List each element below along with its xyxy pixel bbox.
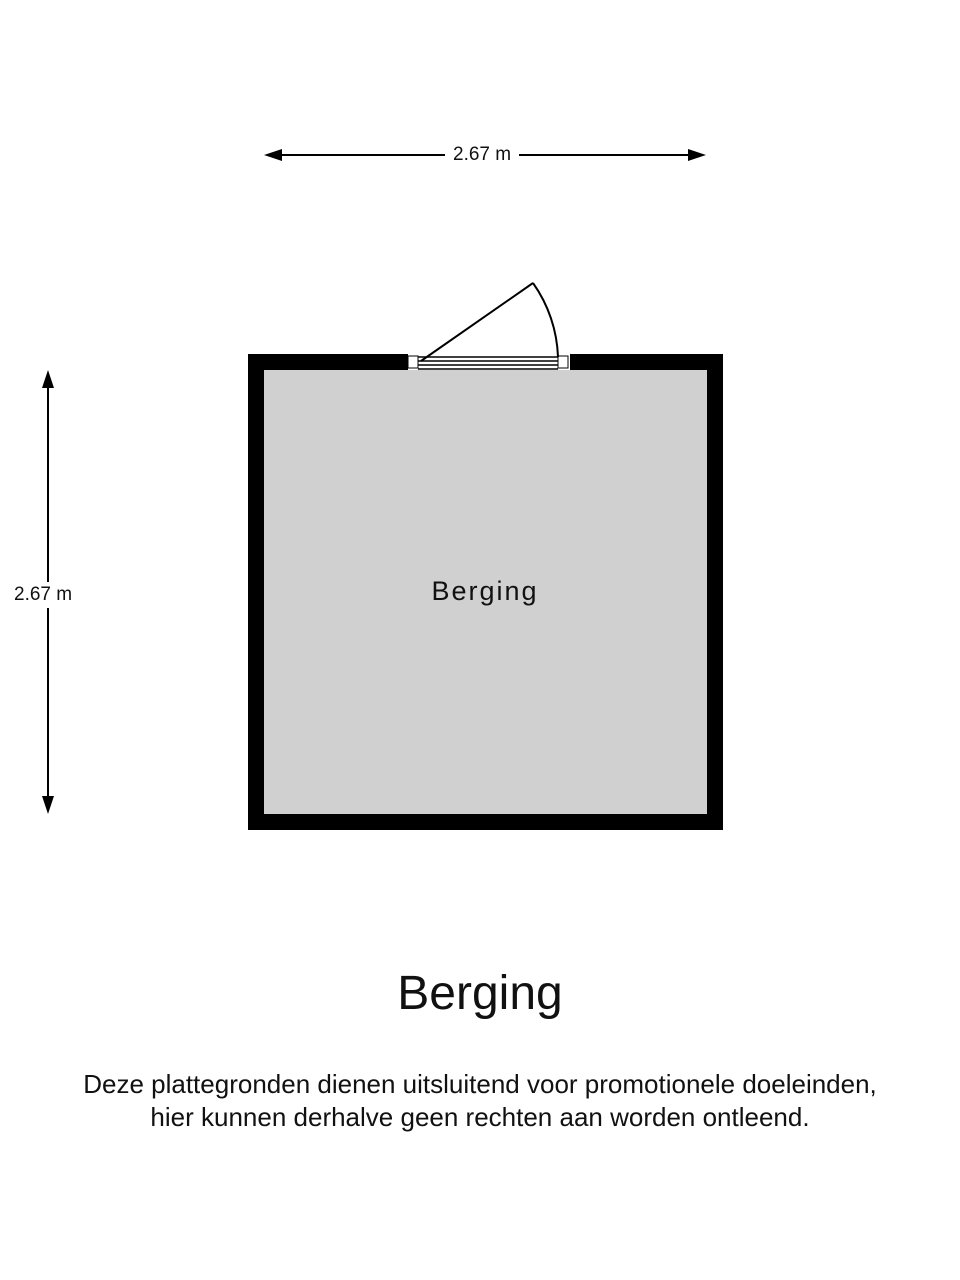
plan-title: Berging [397,967,563,1020]
door [407,282,570,370]
width-dimension-label: 2.67 m [445,144,520,166]
height-dimension-label: 2.67 m [14,582,73,608]
disclaimer: Deze plattegronden dienen uitsluitend vo… [0,1068,960,1134]
room-label: Berging [431,576,539,606]
room-floor [264,370,707,814]
disclaimer-line-1: Deze plattegronden dienen uitsluitend vo… [83,1069,877,1099]
disclaimer-line-2: hier kunnen derhalve geen rechten aan wo… [150,1102,810,1132]
